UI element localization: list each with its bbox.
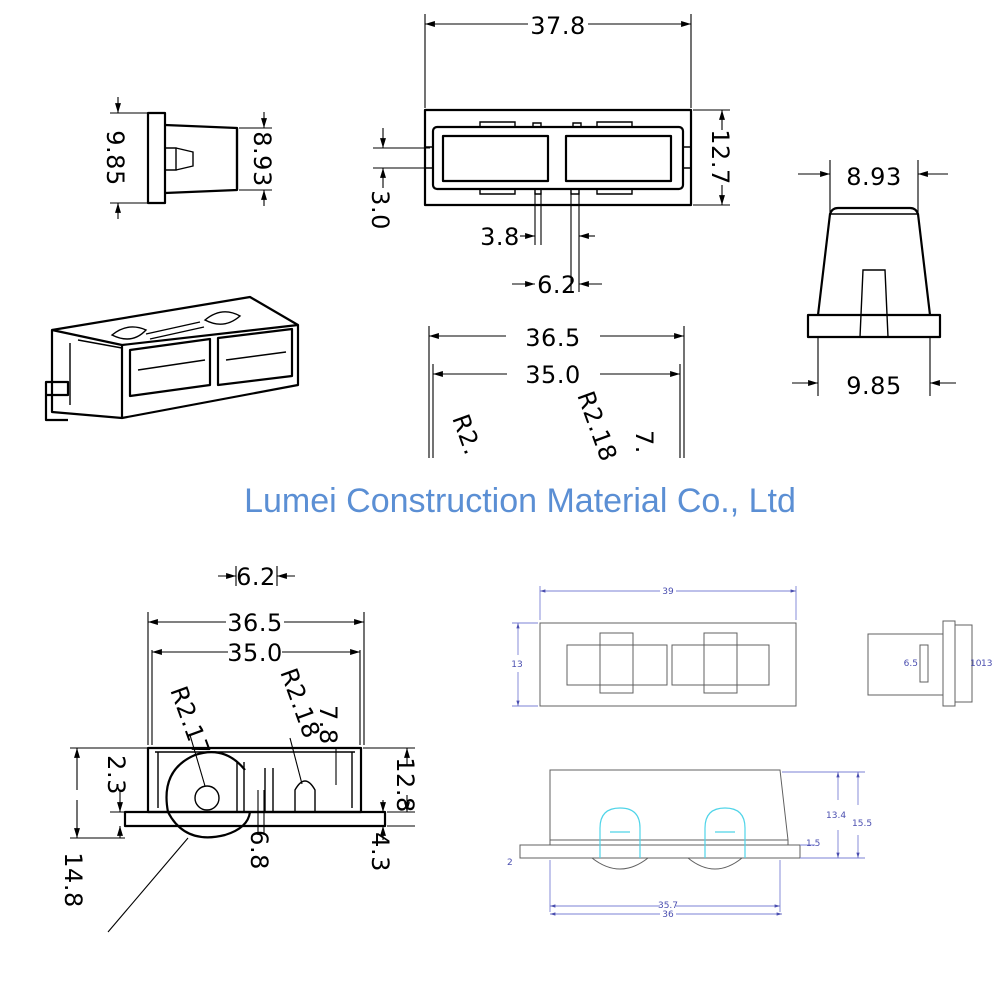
side-view: 9.85 8.93 <box>101 97 276 219</box>
dim-end-top: 8.93 <box>846 163 901 191</box>
dim-sketch-side-b: 13 <box>981 659 992 669</box>
dim-side-right: 8.93 <box>248 131 276 186</box>
sketch-top-view: 39 13 6.5 10 13 <box>511 586 992 707</box>
dim-crop-inner: 35.0 <box>525 361 580 389</box>
section-view: 36.5 35.0 6.2 R2.17 R2.18 7.8 14.8 2.3 1… <box>59 563 419 933</box>
dim-sketch-inner: 35.7 <box>658 901 678 911</box>
dim-post: 6.8 <box>245 830 273 870</box>
company-name: Lumei Construction Material Co., Ltd <box>244 482 796 520</box>
dim-height: 12.8 <box>391 757 419 812</box>
dim-base: 4.3 <box>366 832 394 872</box>
dim-sketch-h1: 13.4 <box>826 811 846 821</box>
sketch-section-view: 13.4 15.5 1.5 2 35.7 36 <box>507 769 872 920</box>
dim-section-inner: 35.0 <box>227 639 282 667</box>
dim-slot: 3.0 <box>366 190 394 230</box>
end-view: 8.93 9.85 <box>792 160 956 400</box>
dim-total: 14.8 <box>59 852 87 907</box>
dim-gap-small: 3.8 <box>480 223 520 251</box>
dim-depth: 7.8 <box>314 705 342 745</box>
dim-sketch-outer: 36 <box>662 910 674 920</box>
dim-crop-radius-right: R2.18 <box>571 387 622 465</box>
dim-crop-depth: 7. <box>630 430 658 454</box>
dim-sketch-flange: 2 <box>507 858 513 868</box>
dim-ledge: 2.3 <box>102 755 130 795</box>
dim-sketch-height: 13 <box>511 660 522 670</box>
cropped-section: 36.5 35.0 R2. R2.18 7. <box>428 324 685 465</box>
dim-side-left: 9.85 <box>101 130 129 185</box>
dim-crop-outer: 36.5 <box>525 324 580 352</box>
dim-sketch-h2: 15.5 <box>852 819 872 829</box>
isometric-view <box>44 295 300 422</box>
dim-sketch-slot: 6.5 <box>904 659 918 669</box>
dim-top-width: 37.8 <box>530 12 585 40</box>
dim-pitch: 6.2 <box>236 563 276 591</box>
top-view: 37.8 12.7 3.0 3.8 6.2 <box>366 12 734 299</box>
dim-end-bottom: 9.85 <box>846 372 901 400</box>
dim-sketch-step: 1.5 <box>806 839 820 849</box>
dim-crop-radius-left: R2. <box>446 410 486 458</box>
dim-top-height: 12.7 <box>706 129 734 184</box>
dim-sketch-width: 39 <box>662 587 674 597</box>
dim-gap-large: 6.2 <box>537 271 577 299</box>
dim-section-outer: 36.5 <box>227 609 282 637</box>
dim-sketch-side-a: 10 <box>970 659 982 669</box>
